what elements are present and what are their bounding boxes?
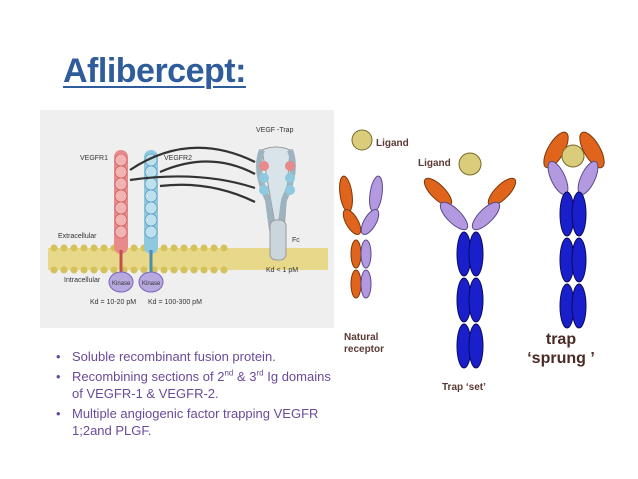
- ligand-label-1: Ligand: [376, 138, 409, 149]
- ligand-label-2: Ligand: [418, 158, 451, 169]
- vegf-trap-figure: VEGF -Trap VEGFR1 VEGFR2 Extracellular I…: [40, 110, 334, 328]
- bullet-list: Soluble recombinant fusion protein. Reco…: [56, 348, 336, 442]
- trap-sprung-molecule: [543, 131, 605, 329]
- kd1-label: Kd = 10-20 pM: [90, 299, 136, 306]
- vegf-trap-label: VEGF -Trap: [256, 127, 294, 134]
- bullet-item: Soluble recombinant fusion protein.: [56, 348, 336, 365]
- vegfr1-receptor: [108, 150, 134, 293]
- natural-receptor-molecule: [339, 129, 383, 299]
- bullet-item: Recombining sections of 2nd & 3rd Ig dom…: [56, 368, 336, 402]
- bullet-item: Multiple angiogenic factor trapping VEGF…: [56, 405, 336, 439]
- trap-sprung-label: trap ‘sprung ’: [527, 331, 595, 367]
- vegfr2-receptor: [138, 150, 164, 293]
- receptor-diagram: Ligand Ligand Natural receptor Trap ‘set…: [330, 108, 630, 413]
- fusion-arrows: [129, 146, 256, 203]
- extracellular-label: Extracellular: [58, 233, 97, 240]
- kinase-label-1: Kinase: [112, 281, 131, 287]
- kinase-label-2: Kinase: [142, 281, 161, 287]
- ligand-1: [351, 129, 373, 151]
- kd-trap-label: Kd < 1 pM: [266, 267, 298, 274]
- fc-label: Fc: [292, 237, 300, 244]
- kd2-label: Kd = 100-300 pM: [148, 299, 202, 306]
- intracellular-label: Intracellular: [64, 277, 101, 284]
- vegfr2-label: VEGFR2: [164, 155, 192, 162]
- trap-set-molecule: [423, 152, 517, 369]
- ligand-2: [458, 152, 482, 176]
- natural-receptor-label: Natural receptor: [344, 332, 385, 355]
- ligand-3: [561, 144, 585, 168]
- trap-set-label: Trap ‘set’: [442, 382, 486, 393]
- slide-title: Aflibercept:: [63, 52, 246, 90]
- vegfr1-label: VEGFR1: [80, 155, 108, 162]
- vegf-trap-molecule: [256, 146, 296, 261]
